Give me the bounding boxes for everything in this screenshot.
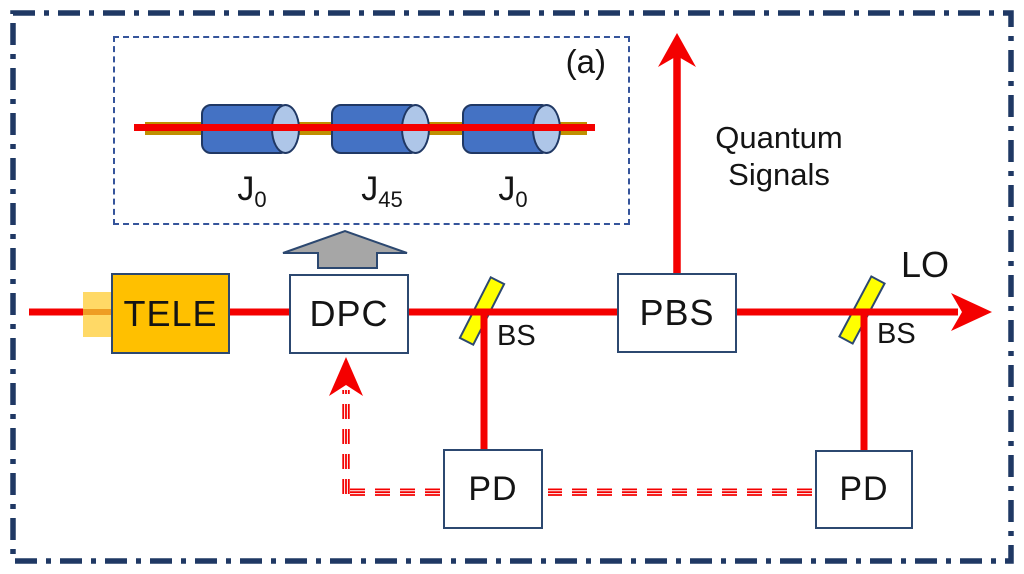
lo-arrow-icon (951, 293, 992, 331)
bs-label-right: BS (877, 318, 916, 350)
pigtail-beam-segment (83, 309, 112, 315)
tele-label: TELE (123, 292, 218, 334)
pd-right-label: PD (839, 470, 889, 508)
outer-frame (10, 10, 1014, 564)
quantum-signals-line1: Quantum (715, 120, 843, 155)
pd-left-label: PD (468, 469, 518, 508)
pbs-label: PBS (639, 292, 715, 333)
quantum-signals-label: Quantum Signals (703, 119, 855, 193)
inset-panel: J0 J45 J0 (a) (113, 36, 630, 225)
pd-box-left: PD (443, 449, 543, 529)
feedback-dashed-line (341, 390, 812, 496)
pd-box-right: PD (815, 450, 913, 529)
tele-box: TELE (111, 273, 230, 354)
lo-label: LO (901, 244, 950, 285)
feedback-arrow-icon (329, 357, 363, 396)
jones-label-3: J0 (498, 170, 528, 212)
pbs-box: PBS (617, 273, 737, 353)
jones-label-1: J0 (237, 170, 267, 212)
inset-tag: (a) (565, 43, 606, 80)
quantum-signal-arrow-icon (658, 33, 696, 276)
bs-to-pd-beams (480, 313, 868, 453)
fiber-pigtail (83, 292, 112, 337)
up-block-arrow-icon (282, 229, 408, 269)
dpc-label: DPC (309, 293, 389, 334)
jones-label-2: J45 (361, 170, 403, 212)
quantum-signals-line2: Signals (728, 157, 830, 192)
dpc-box: DPC (289, 274, 409, 354)
beam-through-fibers (134, 124, 595, 131)
bs-label-left: BS (497, 320, 536, 352)
